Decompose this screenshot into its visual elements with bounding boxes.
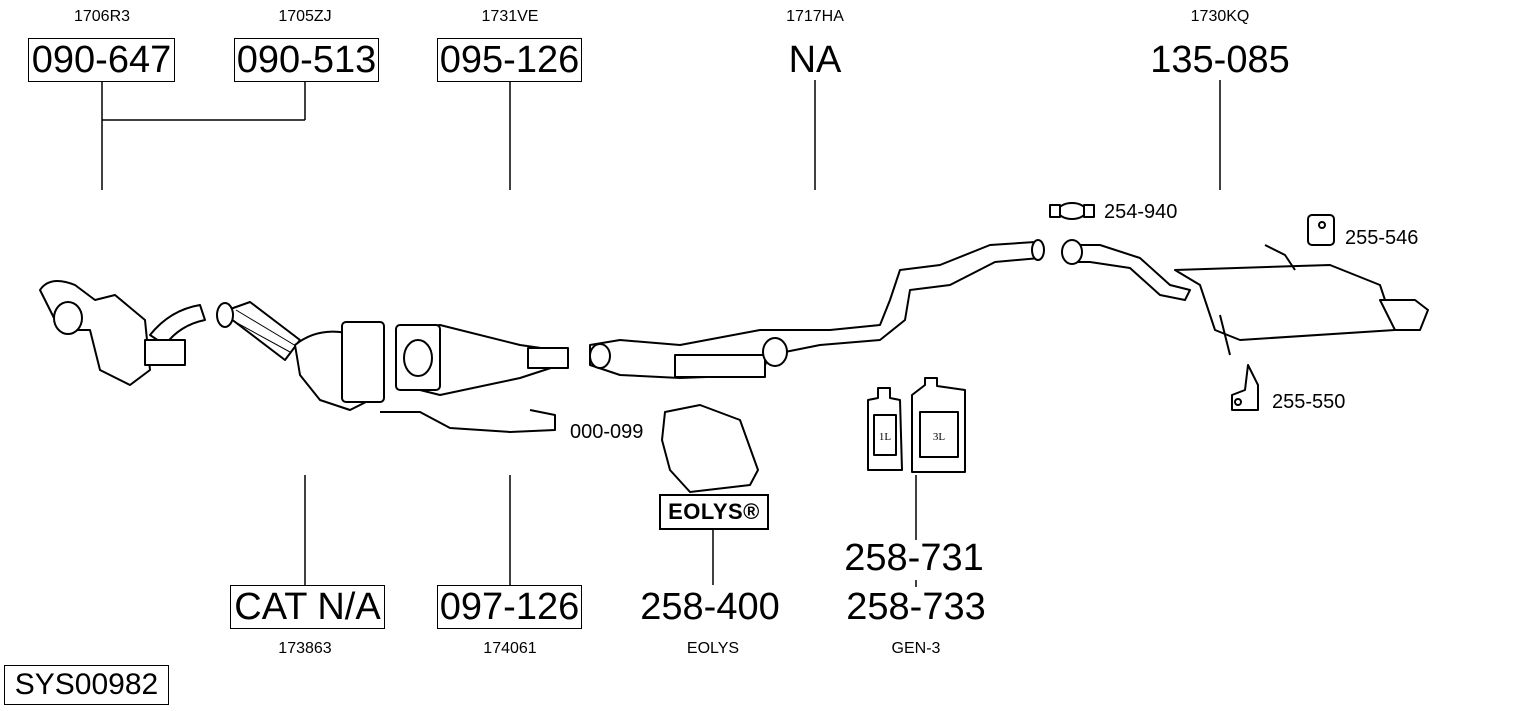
part-code-gen3: GEN-3 (891, 640, 941, 657)
rear-muffler-part (1061, 239, 1429, 356)
part-number-box[interactable]: 090-513 (234, 38, 379, 82)
part-code-1717HA: 1717HA (786, 8, 844, 25)
part-code-eolys: EOLYS (686, 640, 740, 657)
hanger-255-546 (1307, 214, 1335, 246)
bottle-label-1l: 1L (879, 431, 892, 443)
fluid-bottles (867, 377, 966, 473)
accessory-number[interactable]: 255-550 (1272, 391, 1346, 413)
part-number-box[interactable]: 090-647 (28, 38, 175, 82)
system-id: SYS00982 (4, 665, 169, 705)
part-number[interactable]: 258-731 (844, 537, 984, 579)
part-code-1705ZJ: 1705ZJ (278, 8, 332, 25)
accessory-number[interactable]: 000-099 (570, 421, 644, 443)
part-code-173863: 173863 (278, 640, 332, 657)
bottle-label-3l: 3L (933, 431, 946, 443)
part-number-box[interactable]: 097-126 (437, 585, 582, 629)
dpf-part (395, 324, 569, 396)
part-number-box[interactable]: CAT N/A (230, 585, 385, 629)
accessory-number[interactable]: 255-546 (1345, 227, 1419, 249)
part-number[interactable]: NA (788, 39, 842, 81)
sensor-wire (380, 409, 556, 433)
hanger-255-550 (1231, 364, 1259, 411)
part-number[interactable]: 135-085 (1150, 39, 1290, 81)
flex-pipe-part (216, 301, 301, 361)
middle-pipe-part (589, 239, 1045, 379)
catalyst-part (294, 321, 385, 411)
part-code-1706R3: 1706R3 (73, 8, 131, 25)
eolys-bag (661, 404, 759, 493)
part-code-174061: 174061 (483, 640, 537, 657)
part-number[interactable]: 258-400 (640, 586, 780, 628)
manifold-part (39, 280, 206, 386)
part-number-box[interactable]: 095-126 (437, 38, 582, 82)
accessory-number[interactable]: 254-940 (1104, 201, 1178, 223)
part-code-1731VE: 1731VE (481, 8, 539, 25)
part-number[interactable]: 258-733 (846, 586, 986, 628)
part-code-1730KQ: 1730KQ (1190, 8, 1250, 25)
eolys-logo: EOLYS® (659, 494, 769, 530)
clamp-part (1049, 202, 1095, 220)
